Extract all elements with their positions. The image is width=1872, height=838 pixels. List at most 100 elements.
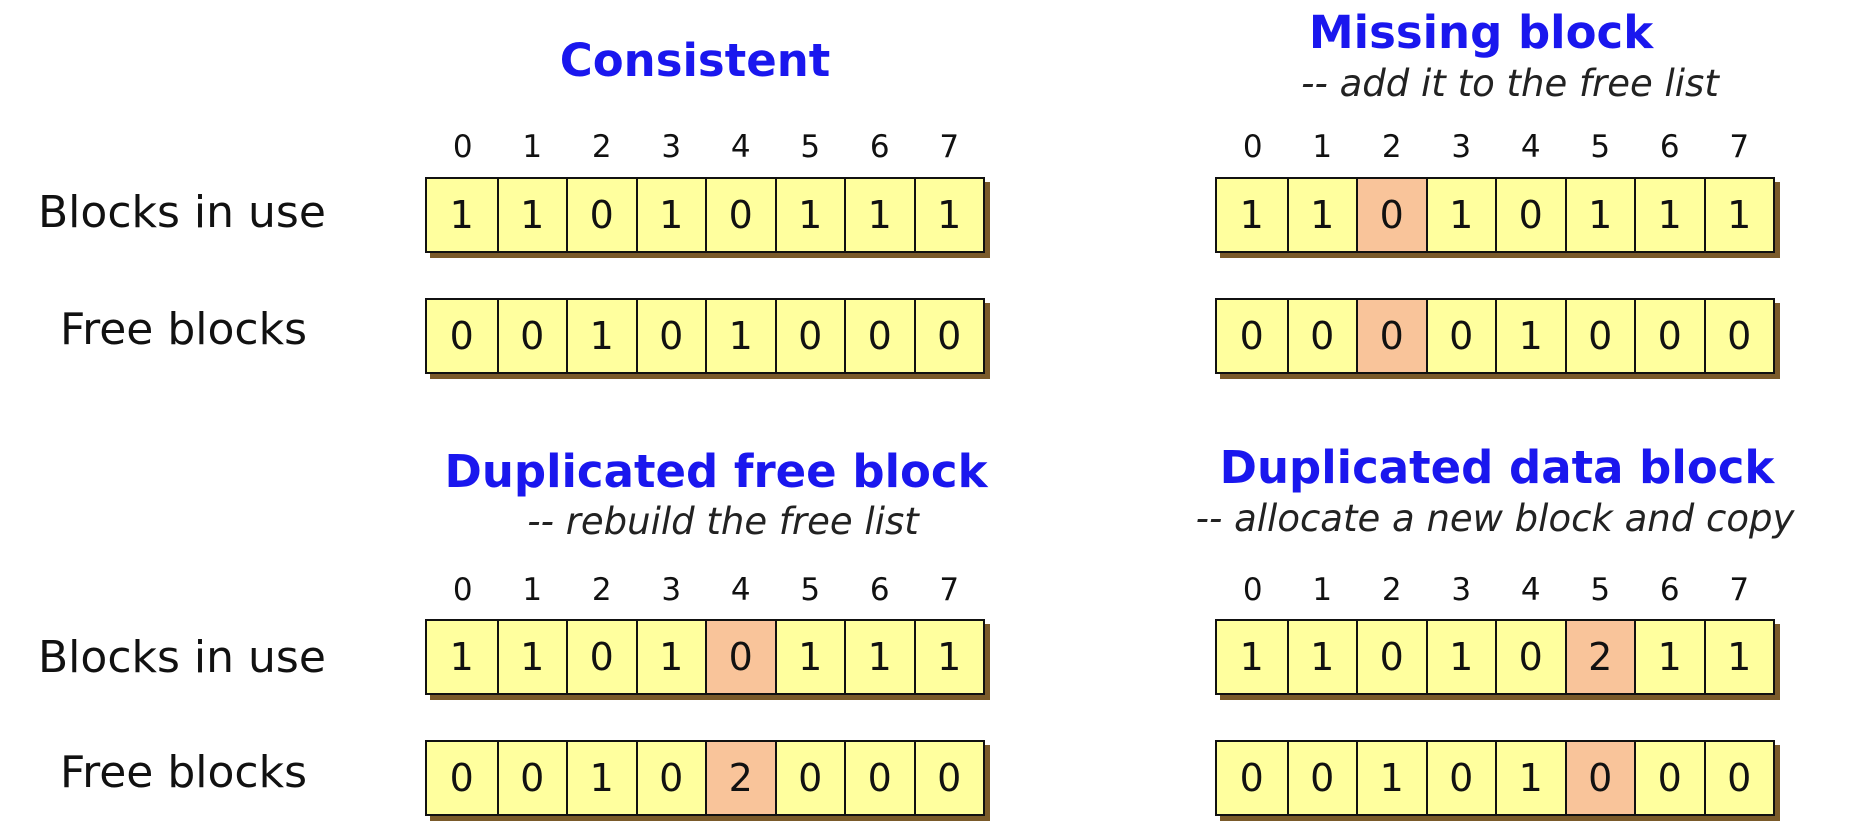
panel-subtitle-duplicated-data-block: -- allocate a new block and copy <box>1195 497 1795 540</box>
in-use-cell: 1 <box>1703 621 1774 693</box>
free-cell: 0 <box>1239 314 1264 358</box>
in-use-cell: 1 <box>496 621 567 693</box>
in-use-cell: 1 <box>774 621 845 693</box>
block-index-label: 4 <box>730 129 751 165</box>
in-use-cell: 0 <box>1356 621 1426 693</box>
in-use-cell: 1 <box>913 621 984 693</box>
row-label-blocks-in-use-top: Blocks in use <box>38 187 326 238</box>
block-index-label: 0 <box>452 129 473 165</box>
block-index-label: 4 <box>730 572 751 608</box>
block-index-label: 1 <box>1312 572 1333 608</box>
free-cell: 1 <box>1356 742 1426 814</box>
in-use-cell: 0 <box>1495 179 1565 251</box>
in-use-cell: 1 <box>635 179 706 251</box>
in-use-cell: 1 <box>1239 193 1264 237</box>
in-use-cell: 1 <box>496 179 567 251</box>
in-use-cell: 0 <box>705 179 775 251</box>
block-index-label: 6 <box>869 572 890 608</box>
block-index-label: 7 <box>939 129 960 165</box>
block-index-label: 6 <box>1659 129 1680 165</box>
in-use-cell: 1 <box>1286 621 1357 693</box>
free-cell: 0 <box>913 742 984 814</box>
free-cell: 0 <box>1356 300 1426 372</box>
block-index-label: 2 <box>591 129 612 165</box>
block-index-label: 5 <box>800 129 821 165</box>
free-cell: 0 <box>496 300 567 372</box>
block-index-label: 2 <box>1381 572 1402 608</box>
free-cell: 0 <box>1634 300 1704 372</box>
free-cell: 0 <box>774 742 845 814</box>
block-index-label: 6 <box>869 129 890 165</box>
panel-subtitle-missing-block: -- add it to the free list <box>1301 62 1719 105</box>
block-index-label: 3 <box>1451 572 1472 608</box>
block-index-label: 2 <box>1381 129 1402 165</box>
in-use-cell: 1 <box>913 179 984 251</box>
panel-title-duplicated-data-block: Duplicated data block <box>1219 441 1775 494</box>
free-cell: 0 <box>1286 742 1357 814</box>
block-index-label: 1 <box>1312 129 1333 165</box>
free-cell: 0 <box>1564 742 1634 814</box>
free-cell: 0 <box>449 314 474 358</box>
in-use-cell: 0 <box>705 621 775 693</box>
in-use-cell: 0 <box>1356 179 1426 251</box>
block-index-label: 1 <box>522 129 543 165</box>
in-use-cell: 1 <box>449 193 474 237</box>
block-index-label: 1 <box>522 572 543 608</box>
block-index-label: 3 <box>1451 129 1472 165</box>
row-label-free-blocks-bottom: Free blocks <box>60 747 308 798</box>
free-cell: 0 <box>1286 300 1357 372</box>
block-index-label: 7 <box>939 572 960 608</box>
free-cell: 1 <box>1495 742 1565 814</box>
in-use-cell: 1 <box>635 621 706 693</box>
panel-title-duplicated-free-block: Duplicated free block <box>444 445 988 498</box>
block-index-label: 7 <box>1729 572 1750 608</box>
free-cell: 0 <box>1425 300 1496 372</box>
panel-subtitle-duplicated-free-block: -- rebuild the free list <box>527 500 919 543</box>
free-cell: 0 <box>1634 742 1704 814</box>
row-label-free-blocks-top: Free blocks <box>60 304 308 355</box>
free-cell: 0 <box>913 300 984 372</box>
free-cell: 0 <box>1425 742 1496 814</box>
block-index-header: 0 1 2 3 4 5 6 7 <box>428 130 984 164</box>
free-cell: 0 <box>496 742 567 814</box>
free-cell: 0 <box>844 742 914 814</box>
block-index-label: 4 <box>1520 572 1541 608</box>
block-index-label: 6 <box>1659 572 1680 608</box>
block-index-label: 7 <box>1729 129 1750 165</box>
free-cell: 0 <box>844 300 914 372</box>
in-use-cell: 2 <box>1564 621 1634 693</box>
in-use-cell: 1 <box>844 621 914 693</box>
free-cell: 0 <box>635 300 706 372</box>
in-use-cell: 0 <box>1495 621 1565 693</box>
in-use-cell: 1 <box>1425 179 1496 251</box>
block-index-label: 5 <box>800 572 821 608</box>
in-use-cell: 1 <box>844 179 914 251</box>
in-use-cell: 1 <box>1634 621 1704 693</box>
block-index-label: 0 <box>452 572 473 608</box>
free-cell: 1 <box>705 300 775 372</box>
in-use-cell: 1 <box>1564 179 1635 251</box>
free-cell: 0 <box>1564 300 1635 372</box>
block-index-label: 3 <box>661 129 682 165</box>
free-cell: 0 <box>1239 756 1264 800</box>
free-cell: 1 <box>566 742 636 814</box>
panel-title-consistent: Consistent <box>559 34 831 87</box>
in-use-cell: 1 <box>1703 179 1774 251</box>
block-index-label: 2 <box>591 572 612 608</box>
free-cell: 0 <box>449 756 474 800</box>
block-index-label: 4 <box>1520 129 1541 165</box>
free-cell: 1 <box>566 300 636 372</box>
free-cell: 0 <box>774 300 845 372</box>
in-use-cell: 1 <box>1286 179 1357 251</box>
panel-title-missing-block: Missing block <box>1308 6 1654 59</box>
